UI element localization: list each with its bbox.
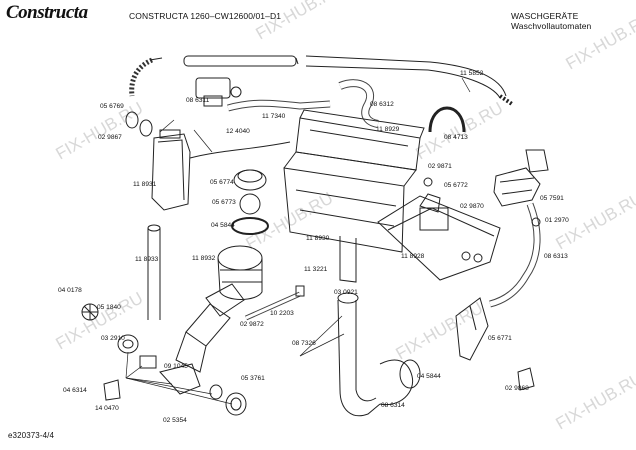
- part-label: 09 1045: [164, 363, 188, 370]
- hose-118933: [147, 224, 161, 320]
- part-label: 03 0921: [334, 289, 358, 296]
- part-label: 11 5852: [460, 70, 484, 77]
- screw-029871: [423, 177, 433, 187]
- ring-056773: [239, 193, 261, 215]
- part-label: 11 8933: [135, 256, 159, 263]
- part-label: 04 6314: [63, 387, 87, 394]
- part-label: 05 6774: [210, 179, 234, 186]
- page-id: e320373-4/4: [8, 431, 55, 440]
- part-label: 02 9871: [428, 163, 452, 170]
- part-label: 12 4040: [226, 128, 250, 135]
- part-label: 05 6771: [488, 335, 512, 342]
- part-label: 14 0470: [95, 405, 119, 412]
- part-label: 05 6773: [212, 199, 236, 206]
- bracket-056771: [455, 297, 489, 361]
- part-label: 11 8931: [133, 181, 157, 188]
- part-label: 02 5354: [163, 417, 187, 424]
- screw-012970: [531, 217, 541, 227]
- part-label: 11 8930: [306, 235, 330, 242]
- part-labels: 11 5852 08 6311 08 6312 11 7340 05 6769 12 40…: [58, 70, 569, 424]
- detergent-drawer-housing: [283, 109, 425, 283]
- part-label: 02 9867: [98, 134, 122, 141]
- container-118931: [151, 129, 191, 211]
- solenoid-valve: [195, 77, 242, 107]
- model-title: CONSTRUCTA 1260–CW12600/01–D1: [129, 11, 282, 21]
- part-label: 11 3221: [304, 266, 328, 273]
- part-label: 05 6769: [100, 103, 124, 110]
- part-label: 08 6314: [381, 402, 405, 409]
- seal-056769: [125, 111, 139, 129]
- inlet-hose-left: [129, 55, 299, 97]
- part-label: 02 9870: [460, 203, 484, 210]
- switch-057591: [493, 149, 549, 207]
- part-label: 04 5844: [211, 222, 235, 229]
- inlet-hose-right: [305, 55, 514, 106]
- seal-056774: [233, 169, 267, 191]
- part-label: 08 6312: [370, 101, 394, 108]
- category-subtitle: Waschvollautomaten: [511, 21, 592, 31]
- tray-118928: [377, 195, 501, 281]
- brand-logo: Constructa: [6, 2, 88, 23]
- part-label: 02 9872: [240, 321, 264, 328]
- clamp-045844: [231, 217, 269, 235]
- part-label: 04 5844: [417, 373, 441, 380]
- drain-hose-086314: [337, 292, 421, 417]
- pump-housing-118932: [217, 245, 263, 300]
- drain-pipe-assembly: [175, 283, 245, 373]
- part-label: 05 3761: [241, 375, 265, 382]
- part-056772: [419, 193, 441, 213]
- wire-124040: [189, 141, 291, 159]
- part-label: 01 2970: [545, 217, 569, 224]
- part-label: 08 6313: [544, 253, 568, 260]
- part-label: 11 8928: [401, 253, 425, 260]
- part-label: 03 2910: [101, 335, 125, 342]
- part-label: 02 9868: [505, 385, 529, 392]
- category-title: WASCHGERÄTE: [511, 11, 579, 21]
- part-label: 04 0178: [58, 287, 82, 294]
- part-label: 11 7340: [262, 113, 286, 120]
- part-label: 08 7326: [292, 340, 316, 347]
- part-label: 10 2203: [270, 310, 294, 317]
- clamp-084713: [428, 106, 466, 133]
- part-label: 08 4713: [444, 134, 468, 141]
- part-label: 08 6311: [186, 97, 210, 104]
- part-label: 05 1840: [97, 304, 121, 311]
- pump-left-parts: [81, 303, 247, 416]
- part-label: 11 8932: [192, 255, 216, 262]
- part-label: 05 7591: [540, 195, 564, 202]
- part-label: 11 8929: [376, 126, 400, 133]
- part-113221: [295, 285, 305, 297]
- leader-lines: [125, 77, 471, 405]
- part-029868: [517, 367, 535, 391]
- part-label: 05 6772: [444, 182, 468, 189]
